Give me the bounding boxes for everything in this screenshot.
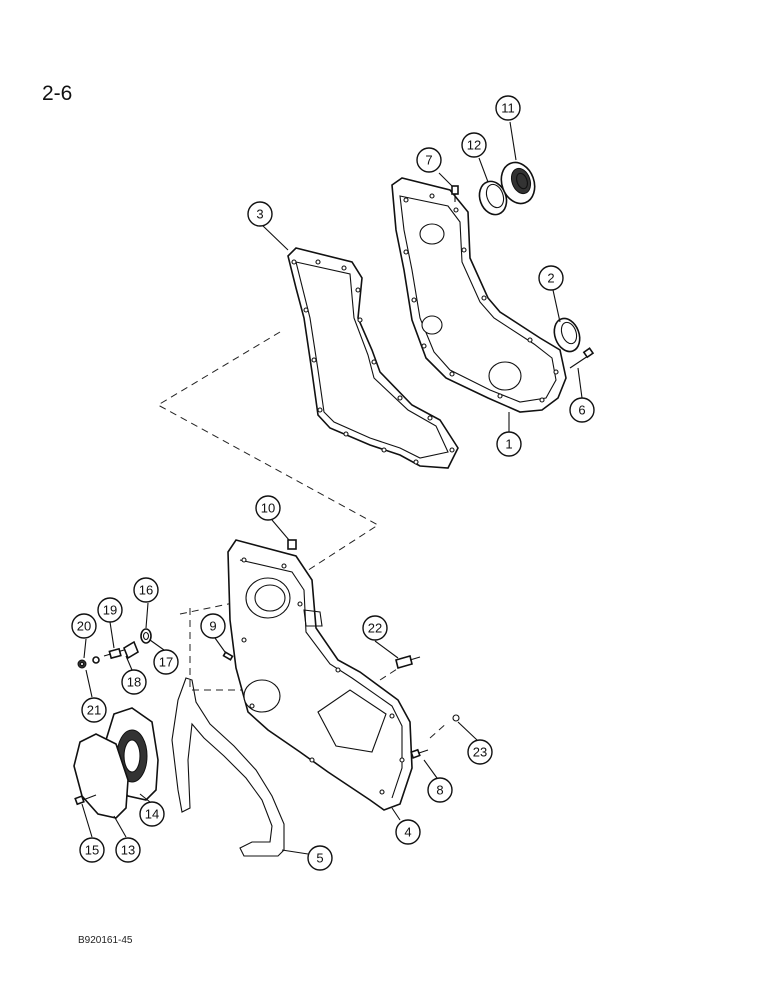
gear-cover [391,177,567,413]
callout-label: 21 [87,703,101,718]
leader-lines [81,121,583,855]
callout-23: 23 [467,739,493,765]
callout-label: 3 [256,207,263,222]
callout-14: 14 [139,801,165,827]
callout-19: 19 [97,597,123,623]
gear-housing [227,539,413,811]
callout-label: 1 [505,437,512,452]
plug [287,539,297,550]
callout-22: 22 [362,615,388,641]
capscrew-15 [74,794,97,806]
small-fittings [77,628,152,669]
figure-reference-code: B920161-45 [78,935,133,946]
callout-label: 5 [316,851,323,866]
callout-11: 11 [495,95,521,121]
callout-9: 9 [200,613,226,639]
callout-2: 2 [538,265,564,291]
callout-label: 11 [501,101,515,116]
callout-label: 23 [473,745,487,760]
capscrew-8 [410,748,429,759]
callout-13: 13 [115,837,141,863]
dowel-pin [222,651,234,661]
callout-label: 2 [547,271,554,286]
callout-label: 17 [159,655,173,670]
callout-label: 16 [139,583,153,598]
gear-housing-gasket [287,247,459,469]
callout-7: 7 [416,147,442,173]
callout-10: 10 [255,495,281,521]
callout-20: 20 [71,613,97,639]
callout-label: 13 [121,843,135,858]
callout-1: 1 [496,431,522,457]
callout-17: 17 [153,649,179,675]
bearing [500,161,536,205]
housing-gasket [171,677,285,857]
callout-8: 8 [427,777,453,803]
callout-label: 7 [425,153,432,168]
callout-label: 9 [209,619,216,634]
page-number: 2-6 [42,82,73,105]
callout-12: 12 [461,132,487,158]
callout-label: 6 [578,403,585,418]
callout-label: 10 [261,501,275,516]
callout-label: 20 [77,619,91,634]
callout-15: 15 [79,837,105,863]
cover-plate [73,733,129,819]
callout-label: 4 [404,825,411,840]
callout-label: 18 [127,675,141,690]
callout-label: 19 [103,603,117,618]
callout-4: 4 [395,819,421,845]
capscrew-6 [569,347,595,369]
callout-label: 15 [85,843,99,858]
oil-seal [553,317,581,353]
o-ring [452,714,460,722]
callout-label: 22 [368,621,382,636]
callout-3: 3 [247,201,273,227]
callout-label: 8 [436,783,443,798]
callout-18: 18 [121,669,147,695]
callout-6: 6 [569,397,595,423]
capscrew-22 [395,655,421,669]
callout-16: 16 [133,577,159,603]
callout-21: 21 [81,697,107,723]
capscrew-7 [451,185,459,202]
callout-label: 12 [467,138,481,153]
callout-5: 5 [307,845,333,871]
callout-label: 14 [145,807,159,822]
